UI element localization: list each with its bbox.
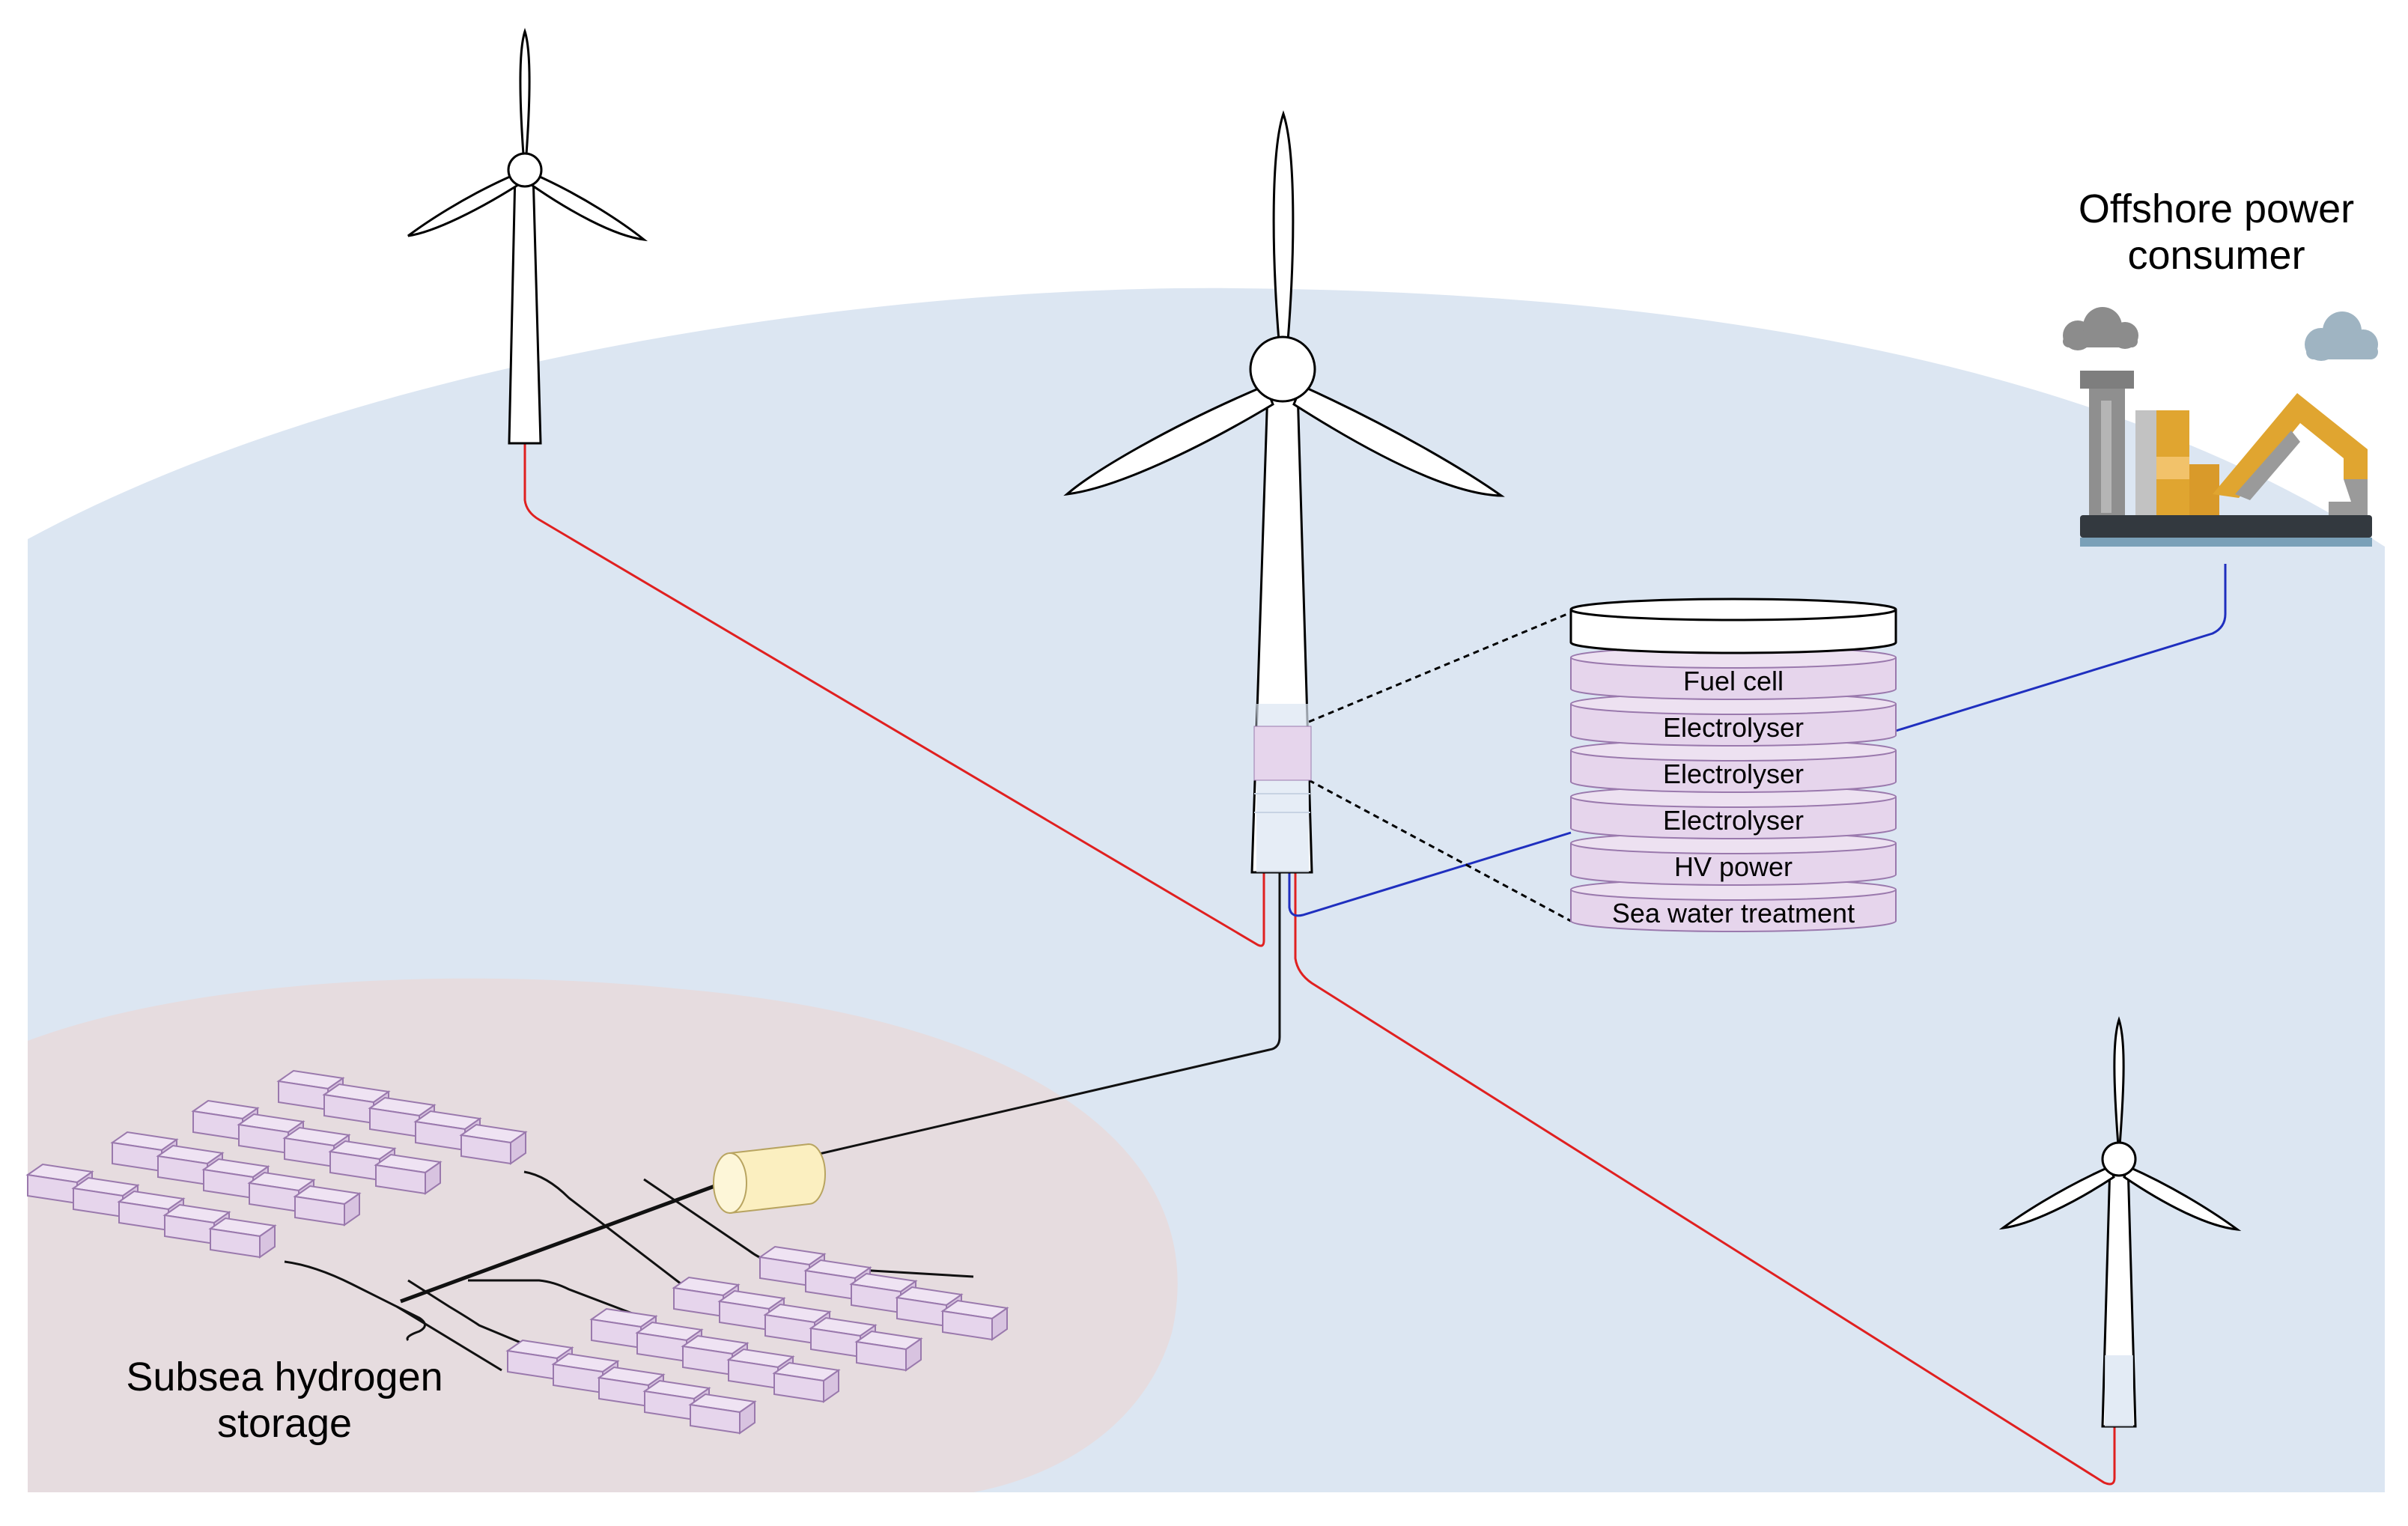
consumer-title: Offshore power consumer <box>2022 186 2408 279</box>
power-cable-left-turbine <box>523 443 1265 947</box>
layer-label-electrolyser-1: Electrolyser <box>1662 712 1805 743</box>
consumer-title-line1: Offshore power <box>2078 186 2355 231</box>
layer-label-fuel-cell: Fuel cell <box>1682 666 1784 696</box>
wind-turbine-right <box>1998 1016 2242 1428</box>
power-cables <box>523 443 2116 1486</box>
consumer-title-line2: consumer <box>2127 233 2305 278</box>
smoke-cloud-icon <box>2063 307 2138 350</box>
storage-title-line1: Subsea hydrogen <box>126 1355 443 1399</box>
hydrogen-pipes <box>284 872 1281 1372</box>
crane-icon <box>2213 393 2368 517</box>
layer-label-electrolyser-2: Electrolyser <box>1662 759 1805 789</box>
storage-title-line2: storage <box>216 1401 353 1446</box>
consumer-cable-lower <box>1288 831 1572 917</box>
consumer-cable-upper <box>1895 564 2227 732</box>
layer-label-electrolyser-3: Electrolyser <box>1662 805 1805 836</box>
hydrogen-tank-icon <box>713 1143 826 1215</box>
zoom-lines <box>1308 611 1572 922</box>
manifold-main <box>400 1182 720 1304</box>
cloud-icon <box>2305 311 2378 361</box>
module-stack <box>1569 598 1897 932</box>
layer-label-sea-water-treatment: Sea water treatment <box>1611 898 1855 928</box>
hydrogen-export-pipe <box>815 872 1281 1156</box>
layer-label-hv-power: HV power <box>1673 851 1793 882</box>
wind-turbine-central <box>1063 110 1505 874</box>
wind-turbine-left <box>407 28 648 445</box>
factory-icon <box>2063 307 2378 547</box>
stack-top-cap <box>1569 598 1897 654</box>
power-cable-right-turbine <box>1294 872 2116 1486</box>
consumer-cables <box>1288 564 2227 917</box>
storage-title: Subsea hydrogen storage <box>60 1354 509 1447</box>
